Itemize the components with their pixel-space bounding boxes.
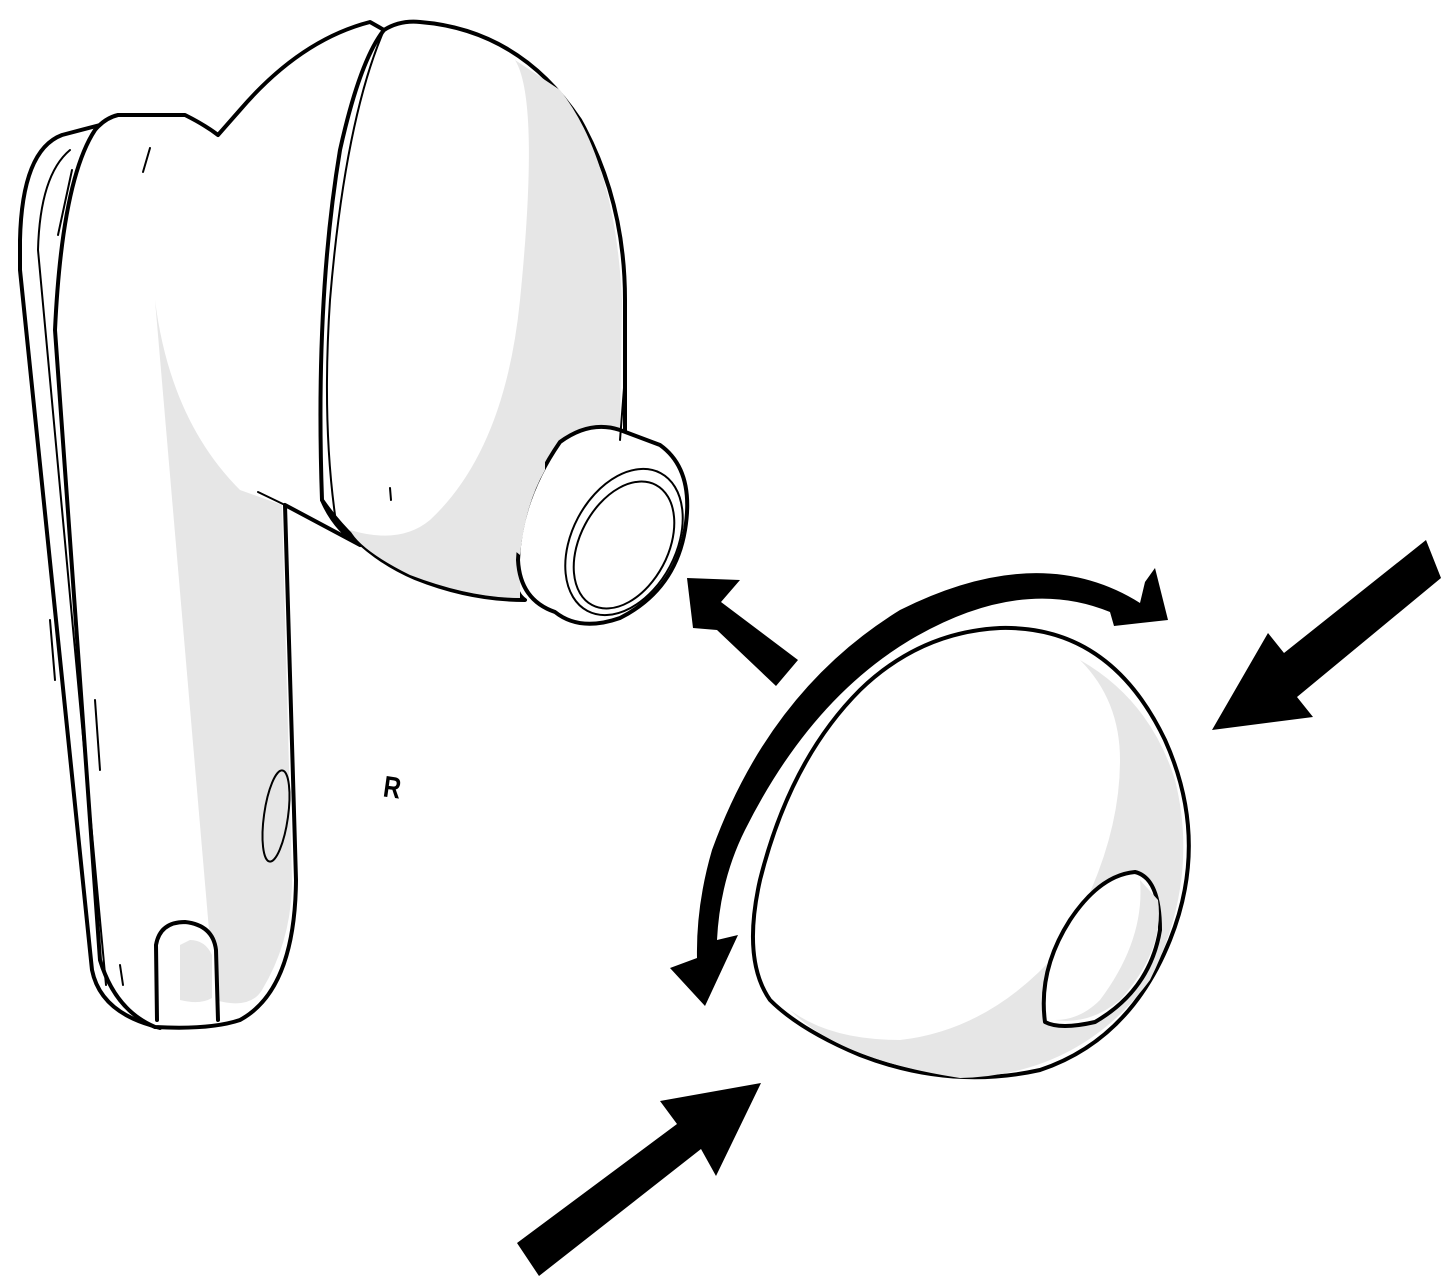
nozzle-inner-ring <box>572 480 676 610</box>
earbud-stem-detail-mid <box>49 619 56 681</box>
earbud: R <box>18 19 690 1030</box>
eartip <box>750 625 1191 1080</box>
earbud-stem-shade <box>155 300 292 1004</box>
nozzle-shade <box>498 440 545 555</box>
earbud-stem-detail-top <box>142 147 151 173</box>
arrow-toward-nozzle <box>687 578 798 686</box>
motion-arrows <box>517 540 1441 1276</box>
nozzle-base-line <box>619 387 625 441</box>
arrow-press-lower-left <box>517 1083 761 1276</box>
earbud-stem-detail-bottom <box>119 964 124 986</box>
side-marker: R <box>261 769 404 863</box>
eartip-opening <box>1041 870 1162 1028</box>
nozzle-outer-ring <box>564 467 684 617</box>
arrow-press-upper-right <box>1212 540 1441 730</box>
earbud-stem-joint-line <box>257 491 286 506</box>
side-marker-letter: R <box>381 769 403 805</box>
side-marker-ring <box>261 769 291 863</box>
eartip-opening-shade <box>1055 880 1159 1021</box>
earbud-stem-detail-low <box>94 699 101 771</box>
earbud-stem-edge-line <box>37 149 107 986</box>
earbud-charging-contact-shade <box>180 940 212 1003</box>
earbud-head-rim-line <box>325 29 385 516</box>
earbud-nozzle <box>498 387 690 626</box>
rotation-arrow <box>670 568 1168 1006</box>
earbud-head-mark <box>389 487 392 501</box>
earbud-stem-detail-left <box>57 169 73 236</box>
